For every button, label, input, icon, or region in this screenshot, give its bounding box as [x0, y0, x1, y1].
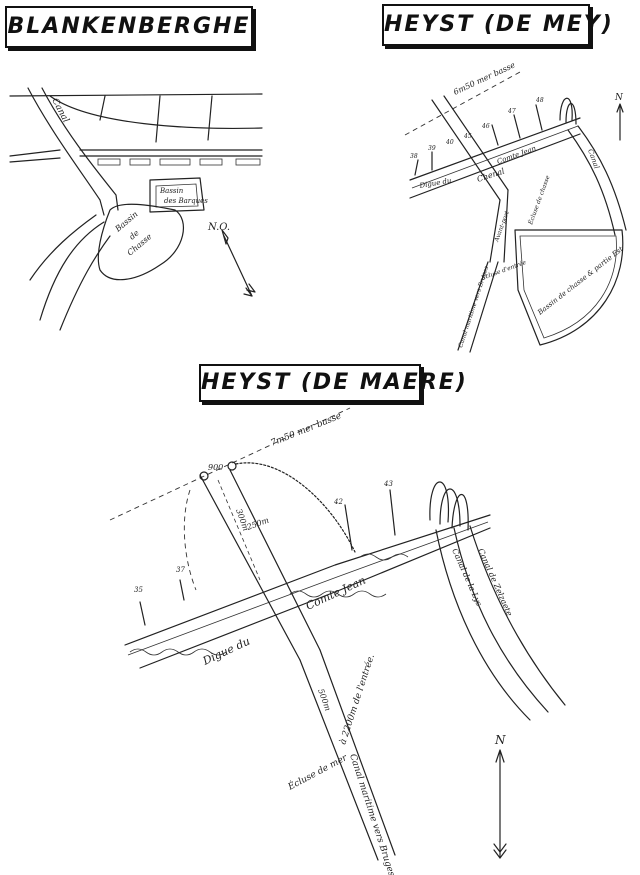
demey-depth-3: 45 — [463, 133, 472, 140]
demey-comte-jean: Comte Jean — [496, 144, 538, 166]
demey-depth-1: 39 — [428, 145, 436, 152]
maere-north-label: N — [494, 733, 506, 747]
maere-low-water: 7m50 mer basse — [269, 411, 343, 448]
demey-north-arrow-icon — [616, 103, 624, 141]
map-heyst-de-maere: 7m50 mer basse 35 37 42 43 900 300m 250m… — [109, 407, 566, 875]
demey-bassin-chasse: Bassin de chasse & partie Est — [536, 245, 625, 317]
maere-depth-3: 43 — [383, 480, 393, 488]
maere-ecluse: Écluse de mer — [285, 751, 350, 793]
demey-canal-maritime: Canal maritime vers Bruges — [457, 265, 490, 348]
title-heyst-de-maere: HEYST (DE MAERE) — [199, 364, 466, 402]
maere-comte-jean: Comte Jean — [304, 574, 368, 613]
demey-depth-5: 47 — [507, 108, 516, 115]
demey-depth-6: 48 — [535, 97, 544, 104]
title-heyst-de-mey: HEYST (DE MEY) — [382, 4, 612, 46]
blank-basin-label: Bassin — [159, 187, 184, 195]
maere-digue: Digue du — [200, 635, 252, 669]
blank-north-label: N.O. — [207, 222, 230, 233]
maere-ecluse-dist: à 2200m de l'entrée. — [337, 653, 377, 746]
map-blankenberghe: Canal Bassin des Barques Bassin de Chass… — [9, 87, 263, 331]
blank-basin-label-b: des Barques — [164, 197, 208, 205]
maere-head-depth: 900 — [208, 463, 223, 472]
maere-north-arrow-icon — [493, 749, 507, 859]
demey-depth-0: 38 — [410, 153, 418, 160]
demey-depth-2: 40 — [445, 139, 454, 146]
maere-depth-2: 42 — [333, 498, 343, 506]
title-blankenberghe: BLANKENBERGHE — [5, 6, 253, 48]
demey-canal-right: Canal — [586, 148, 601, 170]
map-heyst-de-mey: 6m50 mer basse 38 39 40 45 46 47 48 Cana… — [404, 60, 627, 353]
maere-dist-250: 250m — [245, 515, 271, 532]
maere-depth-1: 37 — [176, 566, 185, 574]
maere-canal-bruges: Canal maritime vers Bruges — [347, 753, 396, 875]
demey-depth-4: 46 — [481, 123, 490, 130]
blank-canal-label: Canal — [49, 97, 70, 125]
demey-north-label: N — [614, 93, 624, 103]
maere-depth-0: 35 — [134, 586, 143, 594]
blank-north-arrow-icon — [221, 229, 256, 297]
maere-canal-right-b: Canal de Zelzaete — [476, 547, 514, 617]
demey-ecluse-chasse: Écluse de chasse — [526, 174, 552, 227]
